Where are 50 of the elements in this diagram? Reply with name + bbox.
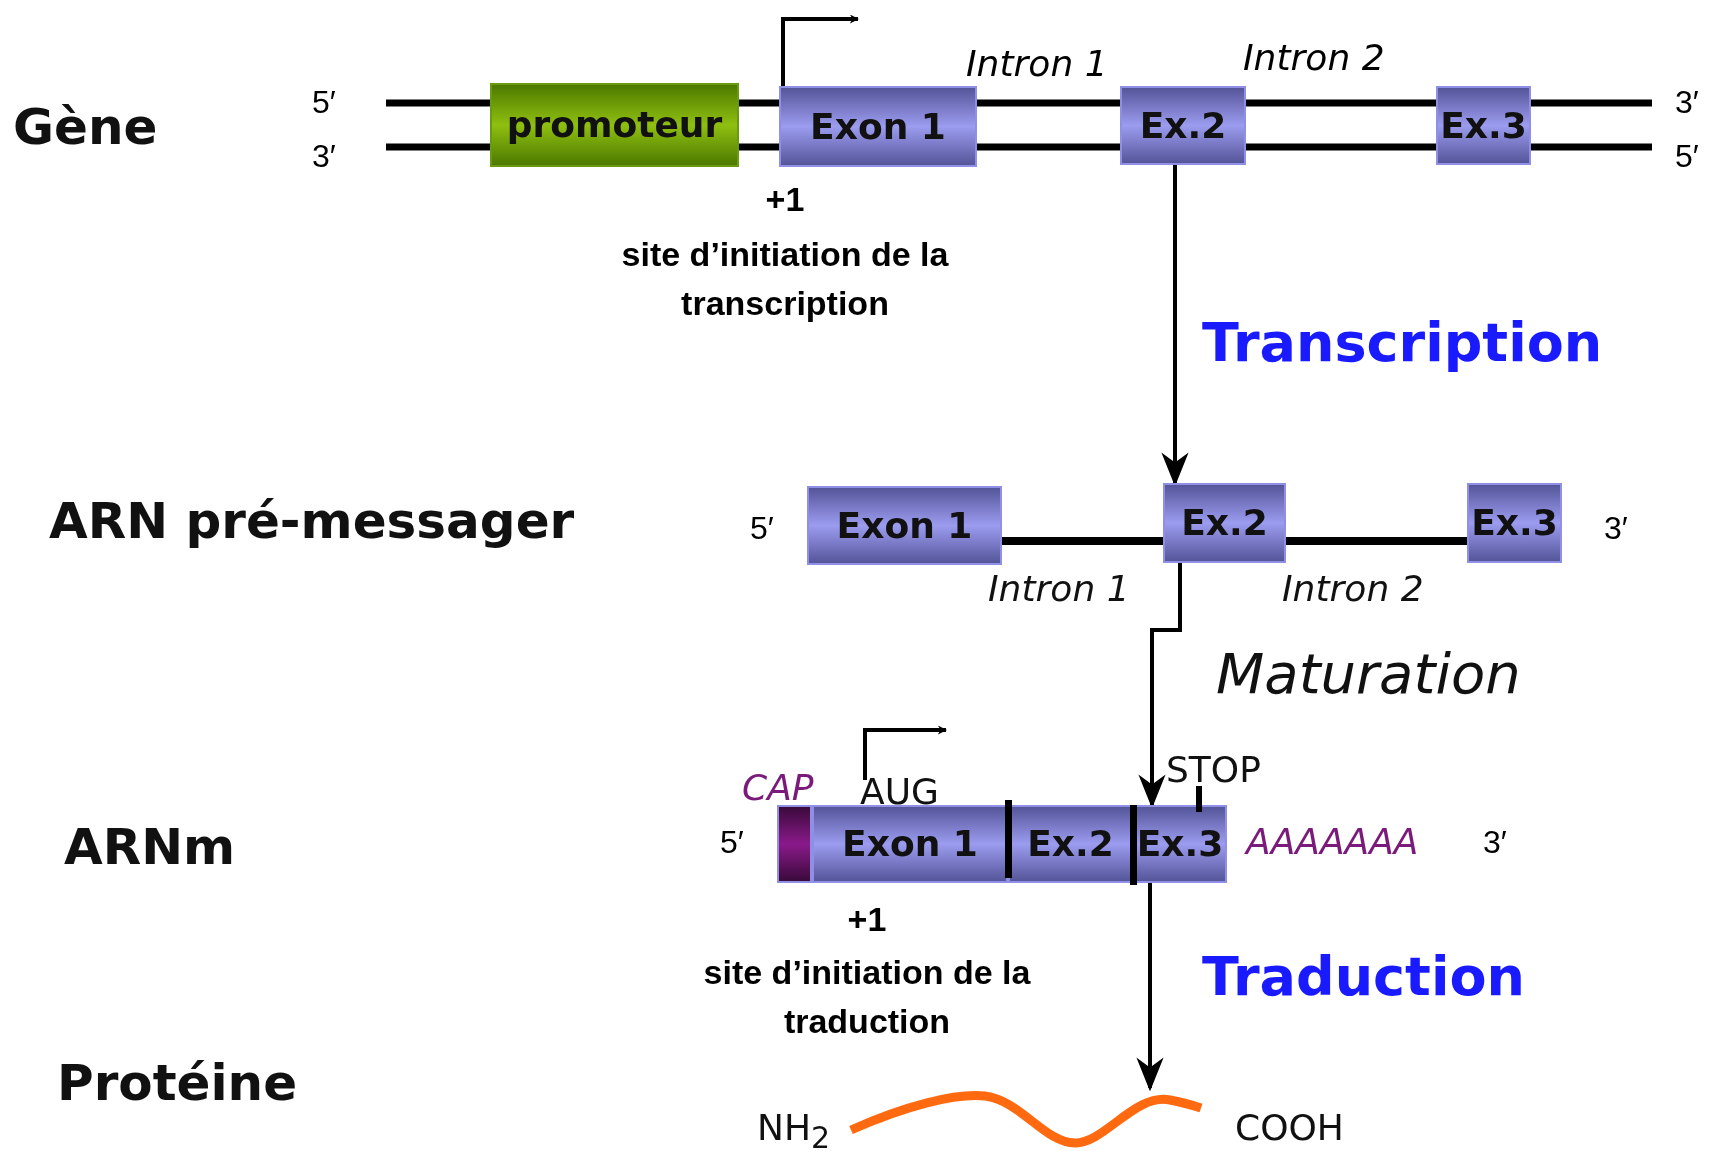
- strand-end-label: 3′: [1604, 512, 1628, 544]
- strand-end-label: 3′: [312, 140, 336, 172]
- annotation-text: site d’initiation de la traduction: [702, 952, 1032, 1043]
- exon-label: Exon 1: [810, 108, 946, 145]
- row-heading: ARN pré-messager: [49, 496, 575, 546]
- row-heading: ARNm: [64, 822, 236, 872]
- exon-label: Exon 1: [842, 826, 978, 862]
- exon-box: [807, 486, 1002, 565]
- intron-label: Intron 1: [966, 46, 1108, 82]
- exon-box: [1436, 86, 1531, 165]
- strand-end-label: 5′: [312, 86, 336, 118]
- exon-label: Ex.2: [1139, 107, 1227, 144]
- exon-box: [1163, 483, 1286, 563]
- exon-label: Exon 1: [836, 507, 973, 544]
- row-heading: Protéine: [57, 1058, 298, 1108]
- promoter-label: promoteur: [506, 107, 723, 143]
- exon-label: Ex.2: [1027, 826, 1114, 862]
- intron-label: Intron 2: [1243, 40, 1385, 76]
- position-label: +1: [847, 902, 887, 936]
- exon-box: [1467, 483, 1562, 563]
- exon-box: [1120, 86, 1246, 165]
- strand-end-label: 3′: [1675, 86, 1699, 118]
- strand-end-label: 5′: [750, 512, 774, 544]
- promoter-box: [490, 83, 739, 167]
- exon-label: Ex.3: [1471, 505, 1558, 541]
- exon-label: Ex.3: [1136, 826, 1224, 862]
- edge-label: Maturation: [1216, 646, 1521, 702]
- terminus-label: NH$_{2}$: [757, 1110, 831, 1151]
- strand-end-label: 5′: [720, 826, 744, 858]
- position-label: +1: [765, 182, 805, 216]
- poly-a-tail-label: AAAAAAA: [1246, 824, 1419, 860]
- annotation-text: site d’initiation de la transcription: [620, 234, 950, 325]
- cap-label: CAP: [742, 770, 814, 806]
- strand-end-label: 5′: [1675, 140, 1699, 172]
- intron-label: Intron 2: [1282, 571, 1424, 607]
- cap-box: [777, 805, 812, 883]
- edge-label: Transcription: [1202, 316, 1603, 370]
- codon-label: AUG: [860, 774, 939, 810]
- arrow: [1136, 883, 1164, 1092]
- exon-box: [779, 86, 977, 167]
- strand-end-label: 3′: [1483, 826, 1507, 858]
- row-heading: Gène: [13, 102, 158, 152]
- intron-label: Intron 1: [988, 571, 1130, 607]
- terminus-label: COOH: [1235, 1110, 1344, 1146]
- exon-box: [1008, 805, 1133, 883]
- edge-label: Traduction: [1202, 950, 1525, 1004]
- exon-label: Ex.3: [1440, 107, 1527, 144]
- codon-label: STOP: [1166, 752, 1261, 788]
- exon-box: [812, 805, 1008, 883]
- exon-label: Ex.2: [1181, 505, 1268, 541]
